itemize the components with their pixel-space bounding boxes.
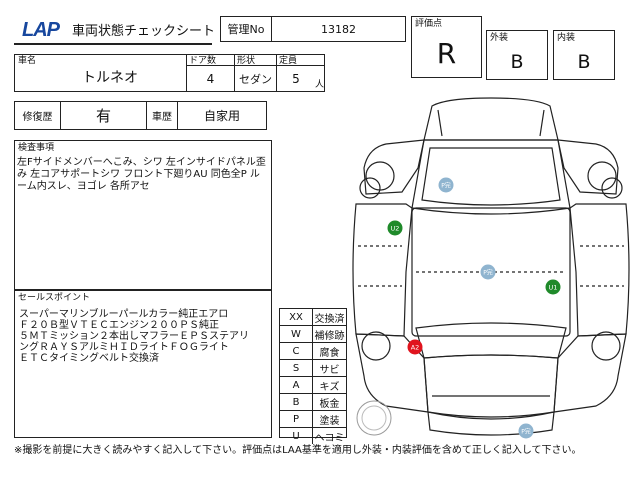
legend-row: S サビ (280, 360, 346, 377)
control-number-value: 13182 (321, 22, 356, 36)
legend-desc: キズ (319, 381, 340, 393)
legend-desc: 交換済 (314, 313, 345, 325)
front-right-wheel (587, 161, 617, 191)
legend-desc: サビ (319, 364, 340, 376)
legend-row: B 板金 (280, 394, 346, 411)
rear-bumper (427, 411, 555, 436)
title-underline (14, 43, 212, 45)
interior-grade-value: B (577, 51, 591, 73)
grade-box: 評価点 R (411, 16, 482, 78)
control-number-label: 管理No (227, 23, 265, 36)
front-left-wheel (365, 161, 395, 191)
grade-label: 評価点 (415, 19, 443, 29)
grade-value: R (436, 36, 457, 70)
legend-code: B (280, 394, 313, 410)
marker-p-roof-text: P完 (483, 269, 493, 277)
marker-a2: A2 (407, 339, 423, 355)
control-number-box: 管理No 13182 (220, 16, 406, 42)
legend-code: XX (280, 309, 313, 325)
history-row: 修復歴 有 車歴 自家用 (14, 101, 267, 130)
inspection-label: 検査事項 (18, 143, 55, 153)
car-name-value: トルネオ (82, 70, 138, 86)
roof-outline (411, 207, 571, 337)
logo-text: LAP (22, 19, 61, 41)
marker-u1: U1 (545, 279, 561, 295)
legend-desc: 板金 (319, 398, 340, 410)
exterior-grade-box: 外装 B (486, 30, 548, 80)
car-name-label: 車名 (18, 56, 37, 66)
right-side-body (569, 203, 630, 337)
rear-left-fender (355, 333, 429, 413)
marker-p-front: P完 (438, 177, 454, 193)
marker-p-front-text: P完 (441, 182, 451, 190)
front-left-fender (363, 139, 425, 195)
rear-right-wheel (591, 331, 621, 361)
interior-grade-box: 内装 B (553, 30, 615, 80)
spare-tire (356, 400, 392, 436)
rear-right-fender (553, 333, 627, 413)
car-history-label: 車歴 (152, 112, 172, 123)
interior-grade-label: 内装 (557, 33, 576, 43)
legend-code: U (280, 428, 313, 444)
front-right-fender (557, 139, 619, 195)
sales-point-box: セールスポイント スーパーマリンブルーパールカラー純正エアロ Ｆ２０Ｂ型ＶＴＥＣ… (14, 290, 272, 438)
legend-row: P 塗装 (280, 411, 346, 428)
rear-window (415, 322, 567, 359)
capacity-value: 5 (292, 71, 300, 86)
sales-point-text: スーパーマリンブルーパールカラー純正エアロ Ｆ２０Ｂ型ＶＴＥＣエンジン２００ＰＳ… (19, 309, 249, 364)
legend-code: S (280, 360, 313, 376)
exterior-grade-label: 外装 (490, 33, 509, 43)
legend-code: C (280, 343, 313, 359)
marker-p-roof: P完 (480, 264, 496, 280)
legend-row: A キズ (280, 377, 346, 394)
legend-desc: 塗装 (319, 415, 340, 427)
marker-u1-text: U1 (549, 284, 558, 292)
capacity-unit: 人 (315, 80, 325, 90)
rear-left-wheel (361, 331, 391, 361)
legend-desc: 補修跡 (314, 330, 345, 342)
marker-u2: U2 (387, 220, 403, 236)
legend-code: A (280, 377, 313, 393)
left-side-body (352, 203, 413, 337)
body-shape-label: 形状 (237, 56, 256, 66)
inspection-box: 検査事項 左Fサイドメンバーへこみ、シワ 左インサイドパネル歪み 左コアサポート… (14, 140, 272, 290)
legend-desc: ヘコミ (314, 432, 345, 444)
marker-p-rear-text: P完 (521, 428, 531, 436)
sales-point-label: セールスポイント (18, 293, 91, 303)
legend-code: W (280, 326, 313, 342)
hood-outline (423, 97, 559, 141)
footer-note: ※撮影を前提に大きく読みやすく記入して下さい。評価点はLAA基準を適用し外装・内… (14, 445, 582, 456)
car-history-value: 自家用 (203, 109, 240, 123)
body-shape-value: セダン (239, 72, 272, 86)
legend-desc: 腐食 (319, 347, 340, 359)
vehicle-info-row: 車名 トルネオ ドア数 4 形状 セダン 定員 5 人 (14, 54, 325, 92)
repair-history-value: 有 (95, 107, 111, 125)
windshield (411, 139, 571, 215)
marker-u2-text: U2 (391, 225, 400, 233)
sheet-title: 車両状態チェックシート (72, 23, 216, 39)
door-count-label: ドア数 (189, 56, 217, 66)
door-count-value: 4 (206, 71, 215, 86)
lap-logo: LAP (22, 19, 62, 41)
inspection-text: 左Fサイドメンバーへこみ、シワ 左インサイドパネル歪み 左コアサポートシワ フロ… (17, 157, 266, 192)
car-damage-diagram: P完 P完 P完 U2 U1 A2 (352, 97, 630, 439)
trunk-outline (423, 354, 559, 418)
capacity-label: 定員 (279, 56, 298, 66)
marker-p-rear: P完 (518, 423, 534, 439)
legend-row: C 腐食 (280, 343, 346, 360)
marker-a2-text: A2 (411, 344, 420, 352)
legend-code: P (280, 411, 313, 427)
exterior-grade-value: B (510, 51, 524, 73)
repair-history-label: 修復歴 (22, 112, 53, 123)
